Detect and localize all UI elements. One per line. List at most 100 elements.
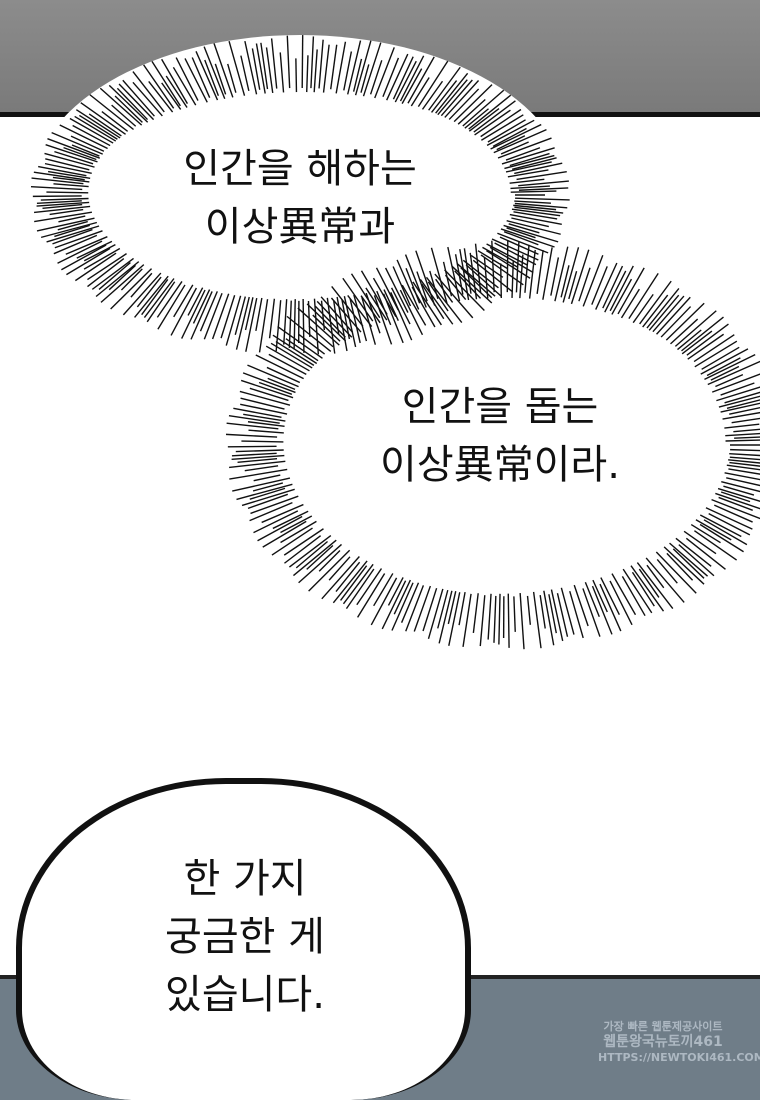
burst-line <box>275 340 315 366</box>
burst-line <box>542 247 553 300</box>
burst-line <box>497 137 552 159</box>
burst-line <box>410 77 430 107</box>
burst-line <box>499 263 502 298</box>
burst-line <box>260 42 269 90</box>
burst-line <box>53 234 98 255</box>
burst-line <box>116 87 149 121</box>
burst-line <box>70 135 105 152</box>
burst-line <box>701 346 740 370</box>
burst-line <box>444 80 480 118</box>
burst-line <box>45 158 90 171</box>
burst-line <box>705 507 753 530</box>
burst-line <box>509 152 550 167</box>
burst-line <box>161 82 182 110</box>
burst-line <box>609 580 633 626</box>
burst-line <box>550 257 560 296</box>
burst-line <box>473 100 516 133</box>
burst-line <box>286 35 291 89</box>
burst-line <box>511 208 561 217</box>
burst-line <box>277 326 323 359</box>
burst-line <box>417 60 449 107</box>
burst-line <box>47 170 91 179</box>
burst-line <box>438 590 453 644</box>
burst-line <box>703 519 748 546</box>
burst-line <box>458 592 466 626</box>
burst-line <box>711 498 760 520</box>
burst-line <box>655 551 697 594</box>
burst-line <box>132 71 165 113</box>
burst-line <box>506 240 509 293</box>
burst-line <box>711 373 760 393</box>
burst-bubble-2-text: 인간을 돕는 이상異常이라. <box>380 384 620 488</box>
burst-line <box>239 390 291 406</box>
burst-line <box>437 79 468 116</box>
burst-line <box>262 520 307 548</box>
burst-bubble-1-text: 인간을 해하는 이상異常과 <box>183 146 417 250</box>
burst-line <box>419 279 454 325</box>
burst-line <box>34 211 93 223</box>
burst-line <box>245 297 258 352</box>
burst-line <box>497 232 549 254</box>
burst-line <box>229 468 288 480</box>
burst-line <box>87 257 125 288</box>
burst-line <box>724 391 760 404</box>
burst-line <box>345 568 375 609</box>
burst-line <box>231 452 277 457</box>
burst-line <box>267 377 296 391</box>
burst-line <box>681 316 724 352</box>
burst-line <box>632 293 654 324</box>
burst-line <box>663 546 705 585</box>
burst-line <box>700 348 749 375</box>
burst-line <box>75 109 121 139</box>
burst-line <box>352 58 363 92</box>
burst-line <box>706 357 741 377</box>
burst-line <box>440 79 473 117</box>
burst-line <box>46 191 89 194</box>
burst-line <box>271 527 313 556</box>
burst-line <box>460 267 493 299</box>
burst-line <box>170 287 198 336</box>
burst-line <box>270 38 278 89</box>
burst-line <box>710 365 740 381</box>
burst-line <box>237 457 278 464</box>
watermark-line1: 가장 빠른 웹툰제공사이트 <box>603 1020 723 1033</box>
burst-line <box>674 310 717 347</box>
burst-line <box>83 247 121 270</box>
burst-line <box>69 117 114 144</box>
burst-line <box>232 477 291 492</box>
burst-line <box>390 287 411 325</box>
burst-line <box>195 50 219 101</box>
burst-line <box>250 495 299 515</box>
burst-line <box>490 123 542 150</box>
burst-line <box>211 293 230 340</box>
burst-line <box>313 298 320 355</box>
burst-line <box>693 334 735 363</box>
burst-line <box>622 568 653 614</box>
burst-line <box>280 515 313 534</box>
burst-line <box>515 197 570 201</box>
burst-line <box>518 180 569 187</box>
burst-line <box>220 295 236 339</box>
burst-line <box>268 298 276 339</box>
burst-line <box>226 422 279 430</box>
burst-line <box>570 249 590 305</box>
burst-line <box>362 42 382 97</box>
burst-line <box>279 52 285 93</box>
burst-line <box>141 279 169 316</box>
burst-line <box>384 267 409 313</box>
burst-line <box>175 57 199 101</box>
burst-line <box>726 399 760 409</box>
burst-line <box>36 200 82 205</box>
burst-line <box>310 36 315 89</box>
burst-line <box>506 220 561 235</box>
burst-line <box>241 440 284 443</box>
burst-line <box>44 152 95 168</box>
burst-line <box>95 261 140 298</box>
burst-line <box>381 580 407 630</box>
burst-line <box>699 523 744 553</box>
burst-line <box>489 246 534 274</box>
burst-line <box>54 150 94 165</box>
burst-line <box>472 593 479 634</box>
burst-line <box>161 58 189 104</box>
burst-line <box>539 594 546 629</box>
